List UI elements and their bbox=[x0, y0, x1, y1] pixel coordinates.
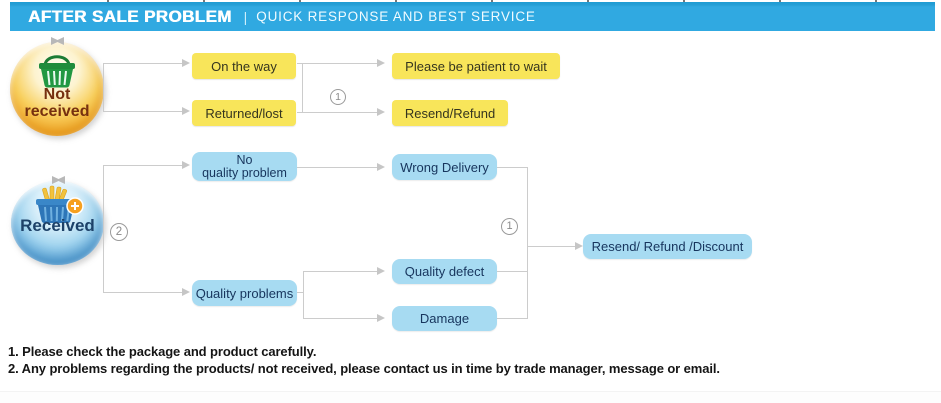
arrow-line bbox=[104, 288, 190, 296]
cropped-text-remnant bbox=[60, 0, 880, 2]
box-quality-defect: Quality defect bbox=[392, 259, 497, 284]
box-on-the-way: On the way bbox=[192, 53, 296, 79]
arrow-line bbox=[527, 242, 583, 250]
box-be-patient: Please be patient to wait bbox=[392, 53, 560, 79]
connector-line bbox=[103, 165, 104, 293]
arrow-line bbox=[297, 163, 385, 171]
box-resend-refund: Resend/Refund bbox=[392, 100, 508, 126]
arrow-line bbox=[104, 59, 190, 67]
box-wrong-delivery: Wrong Delivery bbox=[392, 154, 497, 180]
note-check-package: 1. Please check the package and product … bbox=[8, 344, 317, 359]
connector-line bbox=[103, 63, 104, 112]
received-label: Received bbox=[20, 216, 95, 235]
hook-icon bbox=[51, 37, 64, 45]
connector-line bbox=[497, 271, 527, 272]
box-no-quality-problem: No quality problem bbox=[192, 152, 297, 181]
arrow-line bbox=[104, 161, 190, 169]
arrow-line bbox=[297, 59, 385, 67]
bottom-strip bbox=[0, 391, 941, 403]
box-damage: Damage bbox=[392, 306, 497, 331]
connector-line bbox=[303, 271, 304, 319]
step-badge-2: 2 bbox=[110, 223, 128, 241]
connector-line bbox=[527, 167, 528, 319]
green-basket-icon bbox=[39, 55, 75, 88]
connector-line bbox=[497, 318, 527, 319]
section-header-bar: AFTER SALE PROBLEM | QUICK RESPONSE AND … bbox=[10, 2, 935, 31]
hook-icon bbox=[52, 176, 65, 184]
not-received-label: Not received bbox=[24, 86, 90, 120]
arrow-line bbox=[297, 108, 385, 116]
step-badge-1-right: 1 bbox=[501, 218, 518, 235]
arrow-line bbox=[303, 267, 385, 275]
step-badge-1: 1 bbox=[330, 89, 346, 105]
connector-line bbox=[302, 63, 303, 113]
title-divider: | bbox=[243, 8, 248, 25]
box-resend-refund-discount: Resend/ Refund /Discount bbox=[583, 234, 752, 259]
box-quality-problems: Quality problems bbox=[192, 280, 297, 306]
blue-basket-icon bbox=[36, 185, 84, 223]
connector-line bbox=[297, 292, 304, 293]
section-subtitle: QUICK RESPONSE AND BEST SERVICE bbox=[256, 9, 536, 24]
note-contact-us: 2. Any problems regarding the products/ … bbox=[8, 361, 720, 376]
arrow-line bbox=[303, 314, 385, 322]
connector-line bbox=[497, 167, 527, 168]
section-title: AFTER SALE PROBLEM bbox=[28, 6, 232, 26]
arrow-line bbox=[104, 107, 190, 115]
box-returned-lost: Returned/lost bbox=[192, 100, 296, 126]
